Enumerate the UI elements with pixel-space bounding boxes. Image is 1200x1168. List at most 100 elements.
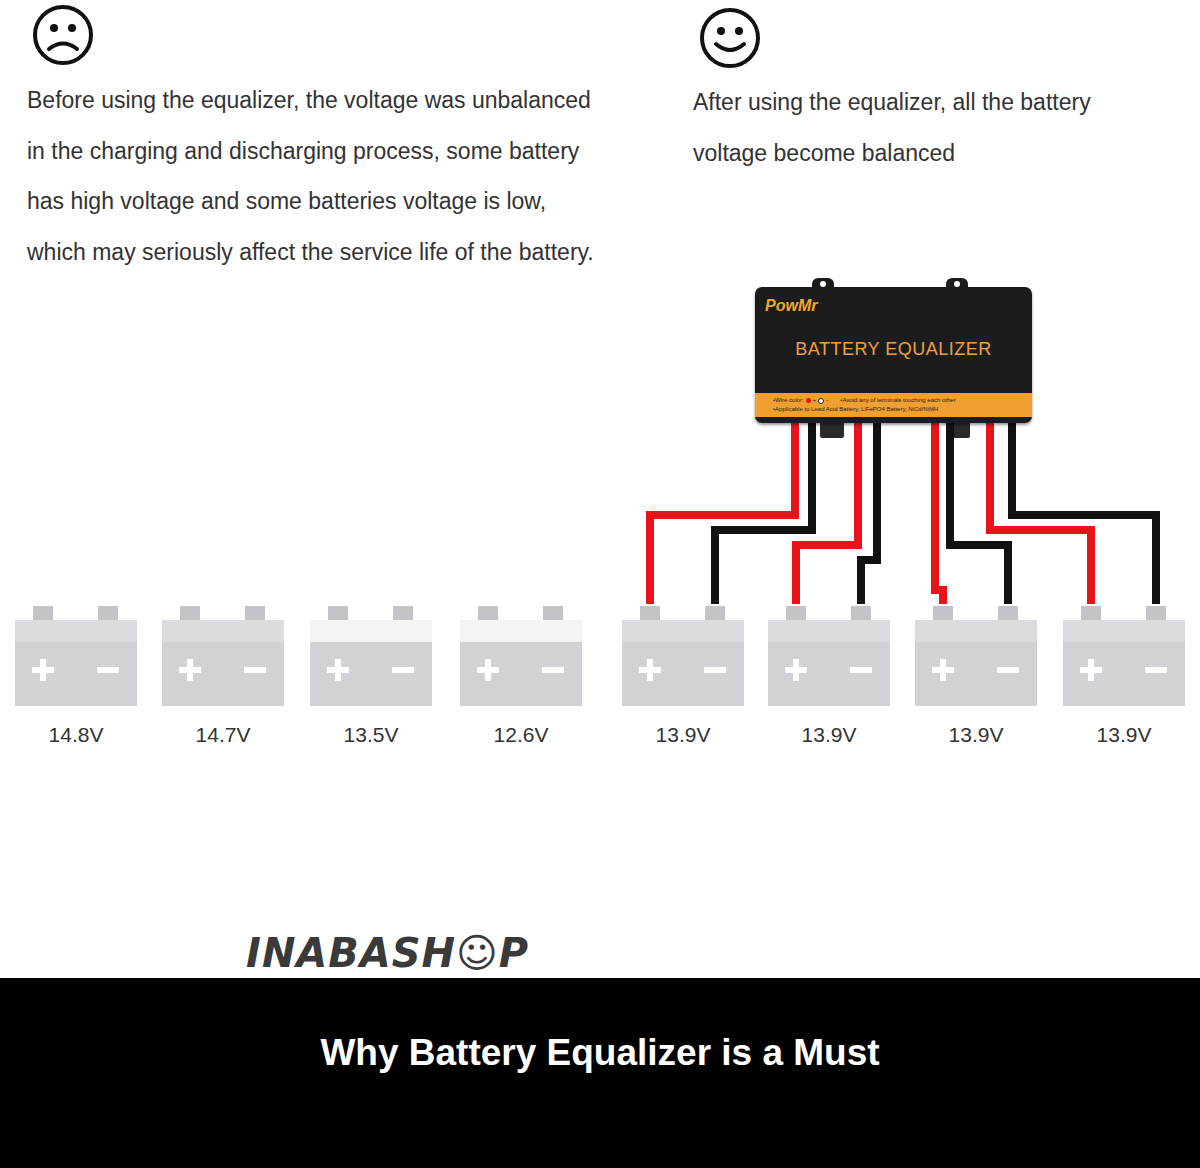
minus-sign	[392, 667, 414, 673]
caption-band: Why Battery Equalizer is a Must	[0, 978, 1200, 1168]
note-text: Before using the equalizer, the voltage …	[27, 75, 605, 277]
battery-lid	[915, 620, 1037, 642]
terminal	[245, 606, 265, 622]
battery: 13.9V	[913, 604, 1039, 754]
wire-color-dot	[818, 398, 824, 404]
battery-symbol	[1061, 604, 1187, 708]
equalizer-box: PowMrBATTERY EQUALIZER •Wire color: +- •Avo…	[755, 287, 1032, 423]
battery-lid	[1063, 620, 1185, 642]
battery-symbol	[308, 604, 434, 708]
terminal	[705, 606, 725, 622]
wire	[796, 423, 858, 604]
plus-sign	[40, 659, 46, 681]
wire	[650, 423, 795, 604]
battery-symbol	[13, 604, 139, 708]
terminal	[1081, 606, 1101, 622]
battery-symbol	[913, 604, 1039, 708]
terminal	[851, 606, 871, 622]
voltage-label: 13.9V	[620, 723, 746, 747]
plus-sign	[187, 659, 193, 681]
voltage-label: 14.8V	[13, 723, 139, 747]
brand-logo: PowMr	[765, 297, 817, 315]
voltage-label: 12.6V	[458, 723, 584, 747]
sad-face	[35, 7, 91, 63]
note-text: •Applicable to Lead Acid Battery, LiFePO…	[773, 405, 1014, 414]
terminal	[998, 606, 1018, 622]
minus-sign	[97, 667, 119, 673]
battery: 13.9V	[766, 604, 892, 754]
plus-sign	[793, 659, 799, 681]
minus-sign	[1145, 667, 1167, 673]
voltage-label: 14.7V	[160, 723, 286, 747]
happy-face	[702, 10, 758, 66]
battery-lid	[622, 620, 744, 642]
terminal	[478, 606, 498, 622]
terminal	[180, 606, 200, 622]
terminal	[393, 606, 413, 622]
product-name: BATTERY EQUALIZER	[755, 339, 1032, 360]
battery: 13.9V	[1061, 604, 1187, 754]
plus-sign	[485, 659, 491, 681]
watermark: INABASH☺P	[246, 930, 529, 976]
wire	[935, 423, 943, 604]
battery-symbol	[160, 604, 286, 708]
minus-sign	[850, 667, 872, 673]
note-text: •Avoid any of terminals touching each ot…	[840, 396, 955, 405]
battery-case	[915, 620, 1037, 706]
note-text: After using the equalizer, all the batte…	[693, 77, 1133, 178]
terminal	[328, 606, 348, 622]
battery: 13.9V	[620, 604, 746, 754]
terminal	[98, 606, 118, 622]
wire	[1012, 423, 1156, 604]
minus-sign	[997, 667, 1019, 673]
battery-lid	[15, 620, 137, 642]
battery: 13.5V	[308, 604, 434, 754]
plus-sign	[1088, 659, 1094, 681]
battery-case	[162, 620, 284, 706]
terminal	[1146, 606, 1166, 622]
info-line: •Wire color: +- •Avoid any of terminals to…	[773, 396, 1014, 405]
battery-case	[1063, 620, 1185, 706]
battery: 12.6V	[458, 604, 584, 754]
wire	[950, 423, 1008, 604]
battery-case	[15, 620, 137, 706]
caption: Why Battery Equalizer is a Must	[0, 1028, 1200, 1078]
voltage-label: 13.9V	[913, 723, 1039, 747]
terminal	[933, 606, 953, 622]
battery-case	[460, 620, 582, 706]
polarity-sign: -	[826, 396, 828, 405]
battery-lid	[768, 620, 890, 642]
battery-case	[768, 620, 890, 706]
battery: 14.7V	[160, 604, 286, 754]
happy-eye	[735, 27, 743, 35]
battery-case	[310, 620, 432, 706]
battery-lid	[310, 620, 432, 642]
plus-sign	[940, 659, 946, 681]
battery-lid	[162, 620, 284, 642]
minus-sign	[542, 667, 564, 673]
minus-sign	[244, 667, 266, 673]
happy-eye	[717, 27, 725, 35]
terminal	[543, 606, 563, 622]
note-text: •Wire color:	[773, 396, 804, 405]
battery-lid	[460, 620, 582, 642]
battery-symbol	[620, 604, 746, 708]
voltage-label: 13.5V	[308, 723, 434, 747]
sad-eye	[68, 24, 76, 32]
battery-symbol	[766, 604, 892, 708]
battery: 14.8V	[13, 604, 139, 754]
battery-case	[622, 620, 744, 706]
polarity-sign: +	[813, 396, 817, 405]
plus-sign	[647, 659, 653, 681]
terminal	[786, 606, 806, 622]
sad-eye	[50, 24, 58, 32]
terminal	[640, 606, 660, 622]
voltage-label: 13.9V	[766, 723, 892, 747]
terminal	[33, 606, 53, 622]
wire-color-dot	[806, 398, 811, 403]
voltage-label: 13.9V	[1061, 723, 1187, 747]
minus-sign	[704, 667, 726, 673]
info-strip: •Wire color: +- •Avoid any of terminals to…	[755, 393, 1032, 417]
plus-sign	[335, 659, 341, 681]
wire	[861, 423, 877, 604]
